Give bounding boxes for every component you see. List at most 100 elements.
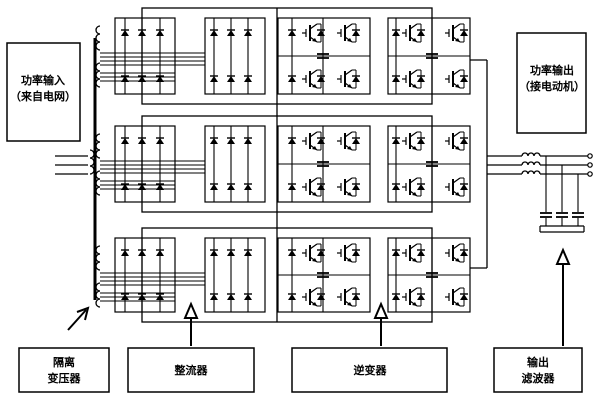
diode-icon [460,75,468,82]
isolation-transformer-box: 隔离 变压器 [18,347,110,393]
diode-icon [460,137,468,144]
capacitor-icon [540,212,552,218]
inductor-icon [521,161,541,166]
converter-cell-1 [95,7,471,105]
output-filter-box: 输出 滤波器 [493,347,583,393]
diode-icon [392,75,400,82]
igbt-icon [302,69,325,89]
diode-icon [392,137,400,144]
power-output-box: 功率输出 （接电动机） [516,32,587,134]
diode-icon [317,249,325,256]
diode-icon [352,29,360,36]
diode-icon [417,183,425,190]
diode-icon [156,183,164,190]
diode-icon [460,29,468,36]
capacitor-icon [426,272,438,278]
igbt-icon [302,243,325,263]
igbt-icon [445,69,468,89]
igbt-icon [402,131,425,151]
diode-icon [317,293,325,300]
diode-icon [210,75,218,82]
igbt-icon [445,177,468,197]
diode-icon [227,183,235,190]
rectifier-box: 整流器 [127,347,255,393]
power-output-line2: （接电动机） [519,79,585,93]
output-filter-network [487,152,593,233]
diode-icon [227,249,235,256]
transformer-winding-icon [95,245,101,271]
capacitor-icon [572,212,584,218]
diode-icon [417,29,425,36]
igbt-icon [302,177,325,197]
igbt-icon [337,287,360,307]
diode-icon [392,29,400,36]
diode-icon [210,29,218,36]
transformer-primary-winding-icon [89,149,95,175]
diode-icon [227,29,235,36]
igbt-icon [337,243,360,263]
diode-icon [417,293,425,300]
inverter-box: 逆变器 [291,347,448,393]
transformer-core [55,38,97,300]
arrow-to-inverter-icon [373,301,389,346]
diode-icon [227,75,235,82]
igbt-icon [302,287,325,307]
diode-icon [121,249,129,256]
diode-icon [121,183,129,190]
diode-icon [227,137,235,144]
power-input-box: 功率输入 （来自电网） [6,42,81,142]
igbt-icon [445,287,468,307]
diode-icon [352,249,360,256]
igbt-icon [337,69,360,89]
diode-icon [460,293,468,300]
igbt-icon [337,23,360,43]
diode-icon [352,183,360,190]
igbt-icon [445,243,468,263]
inverter-label: 逆变器 [354,363,388,377]
isolation-transformer-line2: 变压器 [48,371,82,385]
transformer-winding-icon [95,25,101,51]
diode-icon [352,293,360,300]
diode-icon [317,183,325,190]
diode-icon [121,137,129,144]
capacitor-icon [426,161,438,167]
converter-cell-3 [95,227,471,323]
diode-icon [317,137,325,144]
diode-icon [288,293,296,300]
arrow-to-filter-icon [555,247,571,346]
diode-icon [460,183,468,190]
igbt-icon [402,23,425,43]
isolation-transformer-line1: 隔离 [53,355,75,369]
diode-icon [210,293,218,300]
igbt-icon [445,23,468,43]
igbt-icon [402,177,425,197]
diode-icon [288,183,296,190]
diode-icon [417,75,425,82]
diode-icon [138,249,146,256]
igbt-icon [402,69,425,89]
diode-icon [227,293,235,300]
diode-icon [317,75,325,82]
diode-icon [156,29,164,36]
transformer-winding-icon [95,62,101,88]
diode-icon [121,29,129,36]
transformer-winding-icon [95,133,101,159]
converter-cell-2 [95,115,471,213]
diode-icon [392,293,400,300]
diode-icon [156,293,164,300]
igbt-icon [445,131,468,151]
diode-icon [352,137,360,144]
igbt-icon [302,23,325,43]
igbt-icon [302,131,325,151]
diode-icon [288,137,296,144]
diode-icon [138,183,146,190]
diode-icon [156,249,164,256]
igbt-icon [337,177,360,197]
diode-icon [244,29,252,36]
power-input-line2: （来自电网） [10,89,76,103]
output-terminal-icon [587,171,593,177]
diode-icon [244,249,252,256]
diode-icon [244,75,252,82]
diode-icon [121,75,129,82]
